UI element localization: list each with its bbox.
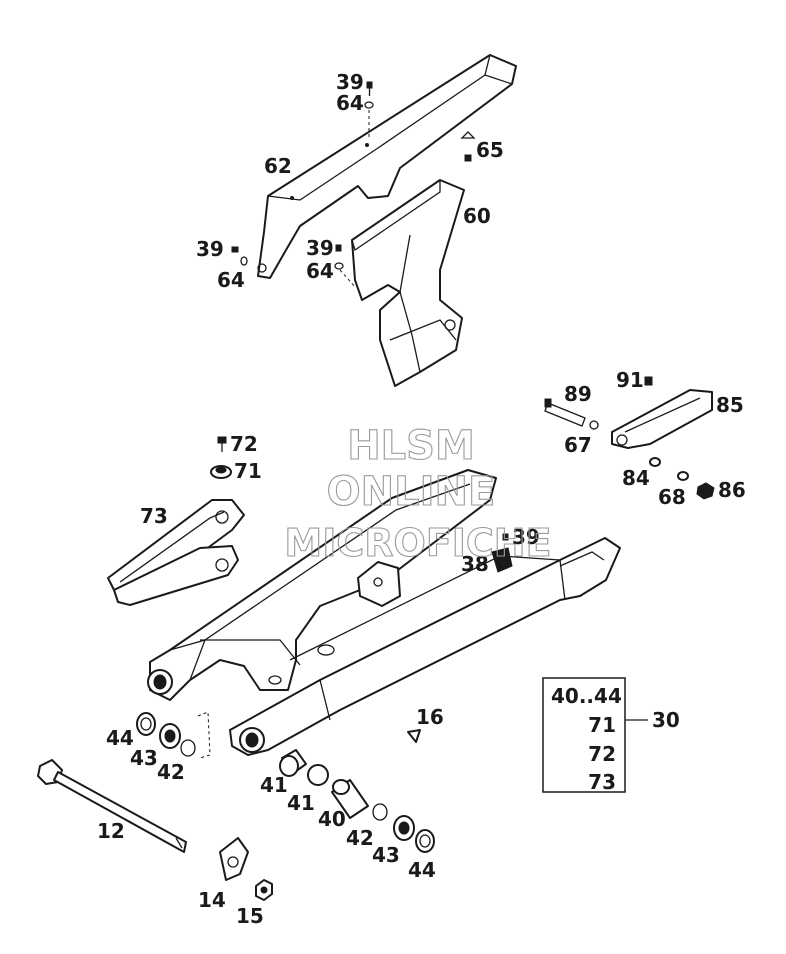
kit-item: 72 — [588, 742, 616, 766]
nut-86 — [696, 482, 715, 500]
ring-42-right — [372, 803, 388, 821]
washer-64-top — [364, 101, 374, 109]
watermark-line1: HLSM — [347, 423, 475, 469]
callout-84: 84 — [622, 466, 650, 490]
chain-slider — [107, 499, 245, 606]
chain-tensioner-85 — [611, 389, 713, 449]
bushing-71 — [210, 465, 232, 479]
callout-43: 43 — [372, 843, 400, 867]
callout-73: 73 — [140, 504, 168, 528]
plug-16 — [407, 729, 421, 743]
screw-39-mid — [335, 244, 342, 252]
washer-64-mid — [334, 262, 344, 270]
callout-42: 42 — [157, 760, 185, 784]
callout-14: 14 — [198, 888, 226, 912]
callout-39: 39 — [306, 236, 334, 260]
kit-box — [542, 677, 648, 793]
chain-guard-upper — [257, 54, 517, 279]
bushing-41-a — [279, 749, 307, 777]
callout-72: 72 — [230, 432, 258, 456]
callout-42: 42 — [346, 826, 374, 850]
screw-65 — [460, 131, 476, 162]
screw-72 — [217, 436, 227, 452]
callout-12: 12 — [97, 819, 125, 843]
callout-91: 91 — [616, 368, 644, 392]
callout-30: 30 — [652, 708, 680, 732]
callout-44: 44 — [106, 726, 134, 750]
bolt-89 — [544, 398, 586, 427]
screw-39-left — [231, 246, 239, 253]
callout-86: 86 — [718, 478, 746, 502]
callout-39: 39 — [196, 237, 224, 261]
callout-41: 41 — [260, 773, 288, 797]
callout-64: 64 — [336, 91, 364, 115]
callout-44: 44 — [408, 858, 436, 882]
callout-62: 62 — [264, 154, 292, 178]
screw-39-top — [366, 81, 373, 96]
kit-item: 40..44 — [551, 684, 622, 708]
watermark-line3: MICROFICHE — [284, 521, 551, 565]
washer-84 — [649, 457, 661, 467]
callout-68: 68 — [658, 485, 686, 509]
bearing-43-right — [393, 815, 415, 841]
callout-41: 41 — [287, 791, 315, 815]
bearing-43-left — [159, 723, 181, 749]
callout-67: 67 — [564, 433, 592, 457]
callout-16: 16 — [416, 705, 444, 729]
callout-65: 65 — [476, 138, 504, 162]
callout-71: 71 — [234, 459, 262, 483]
kit-item: 71 — [588, 713, 616, 737]
swingarm — [147, 469, 621, 756]
chain-guide-block-38 — [491, 547, 513, 573]
screw-91 — [644, 376, 653, 386]
ring-42-left — [180, 739, 196, 757]
callout-89: 89 — [564, 382, 592, 406]
kit-item: 73 — [588, 770, 616, 794]
callout-64: 64 — [306, 259, 334, 283]
callout-85: 85 — [716, 393, 744, 417]
callout-40: 40 — [318, 807, 346, 831]
adjuster-plate-14 — [219, 837, 249, 881]
watermark-line2: ONLINE — [327, 469, 496, 515]
callout-43: 43 — [130, 746, 158, 770]
callout-64: 64 — [217, 268, 245, 292]
chain-guard-lower — [351, 179, 465, 387]
callout-15: 15 — [236, 904, 264, 928]
washer-67 — [589, 420, 599, 430]
bushing-41-b — [307, 764, 329, 786]
swingarm-axle-12 — [37, 759, 187, 853]
callout-60: 60 — [463, 204, 491, 228]
nut-15 — [255, 879, 273, 901]
seal-44-left — [136, 712, 156, 736]
washer-64-left — [240, 256, 248, 266]
seal-44-right — [415, 829, 435, 853]
callout-38: 38 — [461, 552, 489, 576]
screw-39-swingarm — [502, 533, 509, 541]
callout-39: 39 — [336, 70, 364, 94]
spacer-40 — [331, 779, 369, 819]
callout-39: 39 — [512, 525, 540, 549]
washer-68 — [677, 471, 689, 481]
